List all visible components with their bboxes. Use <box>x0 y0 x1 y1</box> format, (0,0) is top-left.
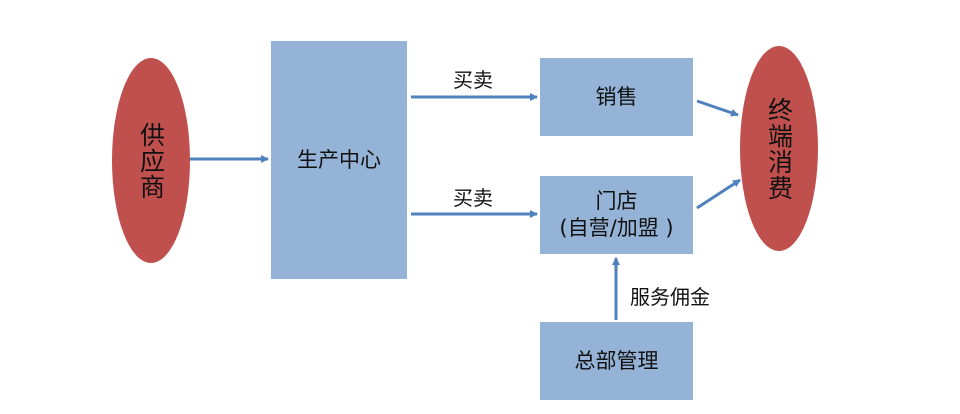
arrow-sales-to-consumer <box>696 99 739 117</box>
supplier-node: 供应商 <box>112 58 190 263</box>
store-subtitle: (自营/加盟 ) <box>559 216 674 240</box>
headquarters-node: 总部管理 <box>540 322 693 400</box>
store-title: 门店 <box>595 189 638 213</box>
sales-node: 销售 <box>540 58 693 136</box>
end-consumer-node: 终端消费 <box>740 46 818 251</box>
store-node: 门店 (自营/加盟 ) <box>540 176 693 254</box>
edge-label-trade-bottom: 买卖 <box>453 186 493 210</box>
production-center-node: 生产中心 <box>271 41 407 279</box>
edge-label-service-commission: 服务佣金 <box>630 285 710 309</box>
edge-label-trade-top: 买卖 <box>453 68 493 92</box>
arrow-store-to-consumer <box>696 178 741 210</box>
